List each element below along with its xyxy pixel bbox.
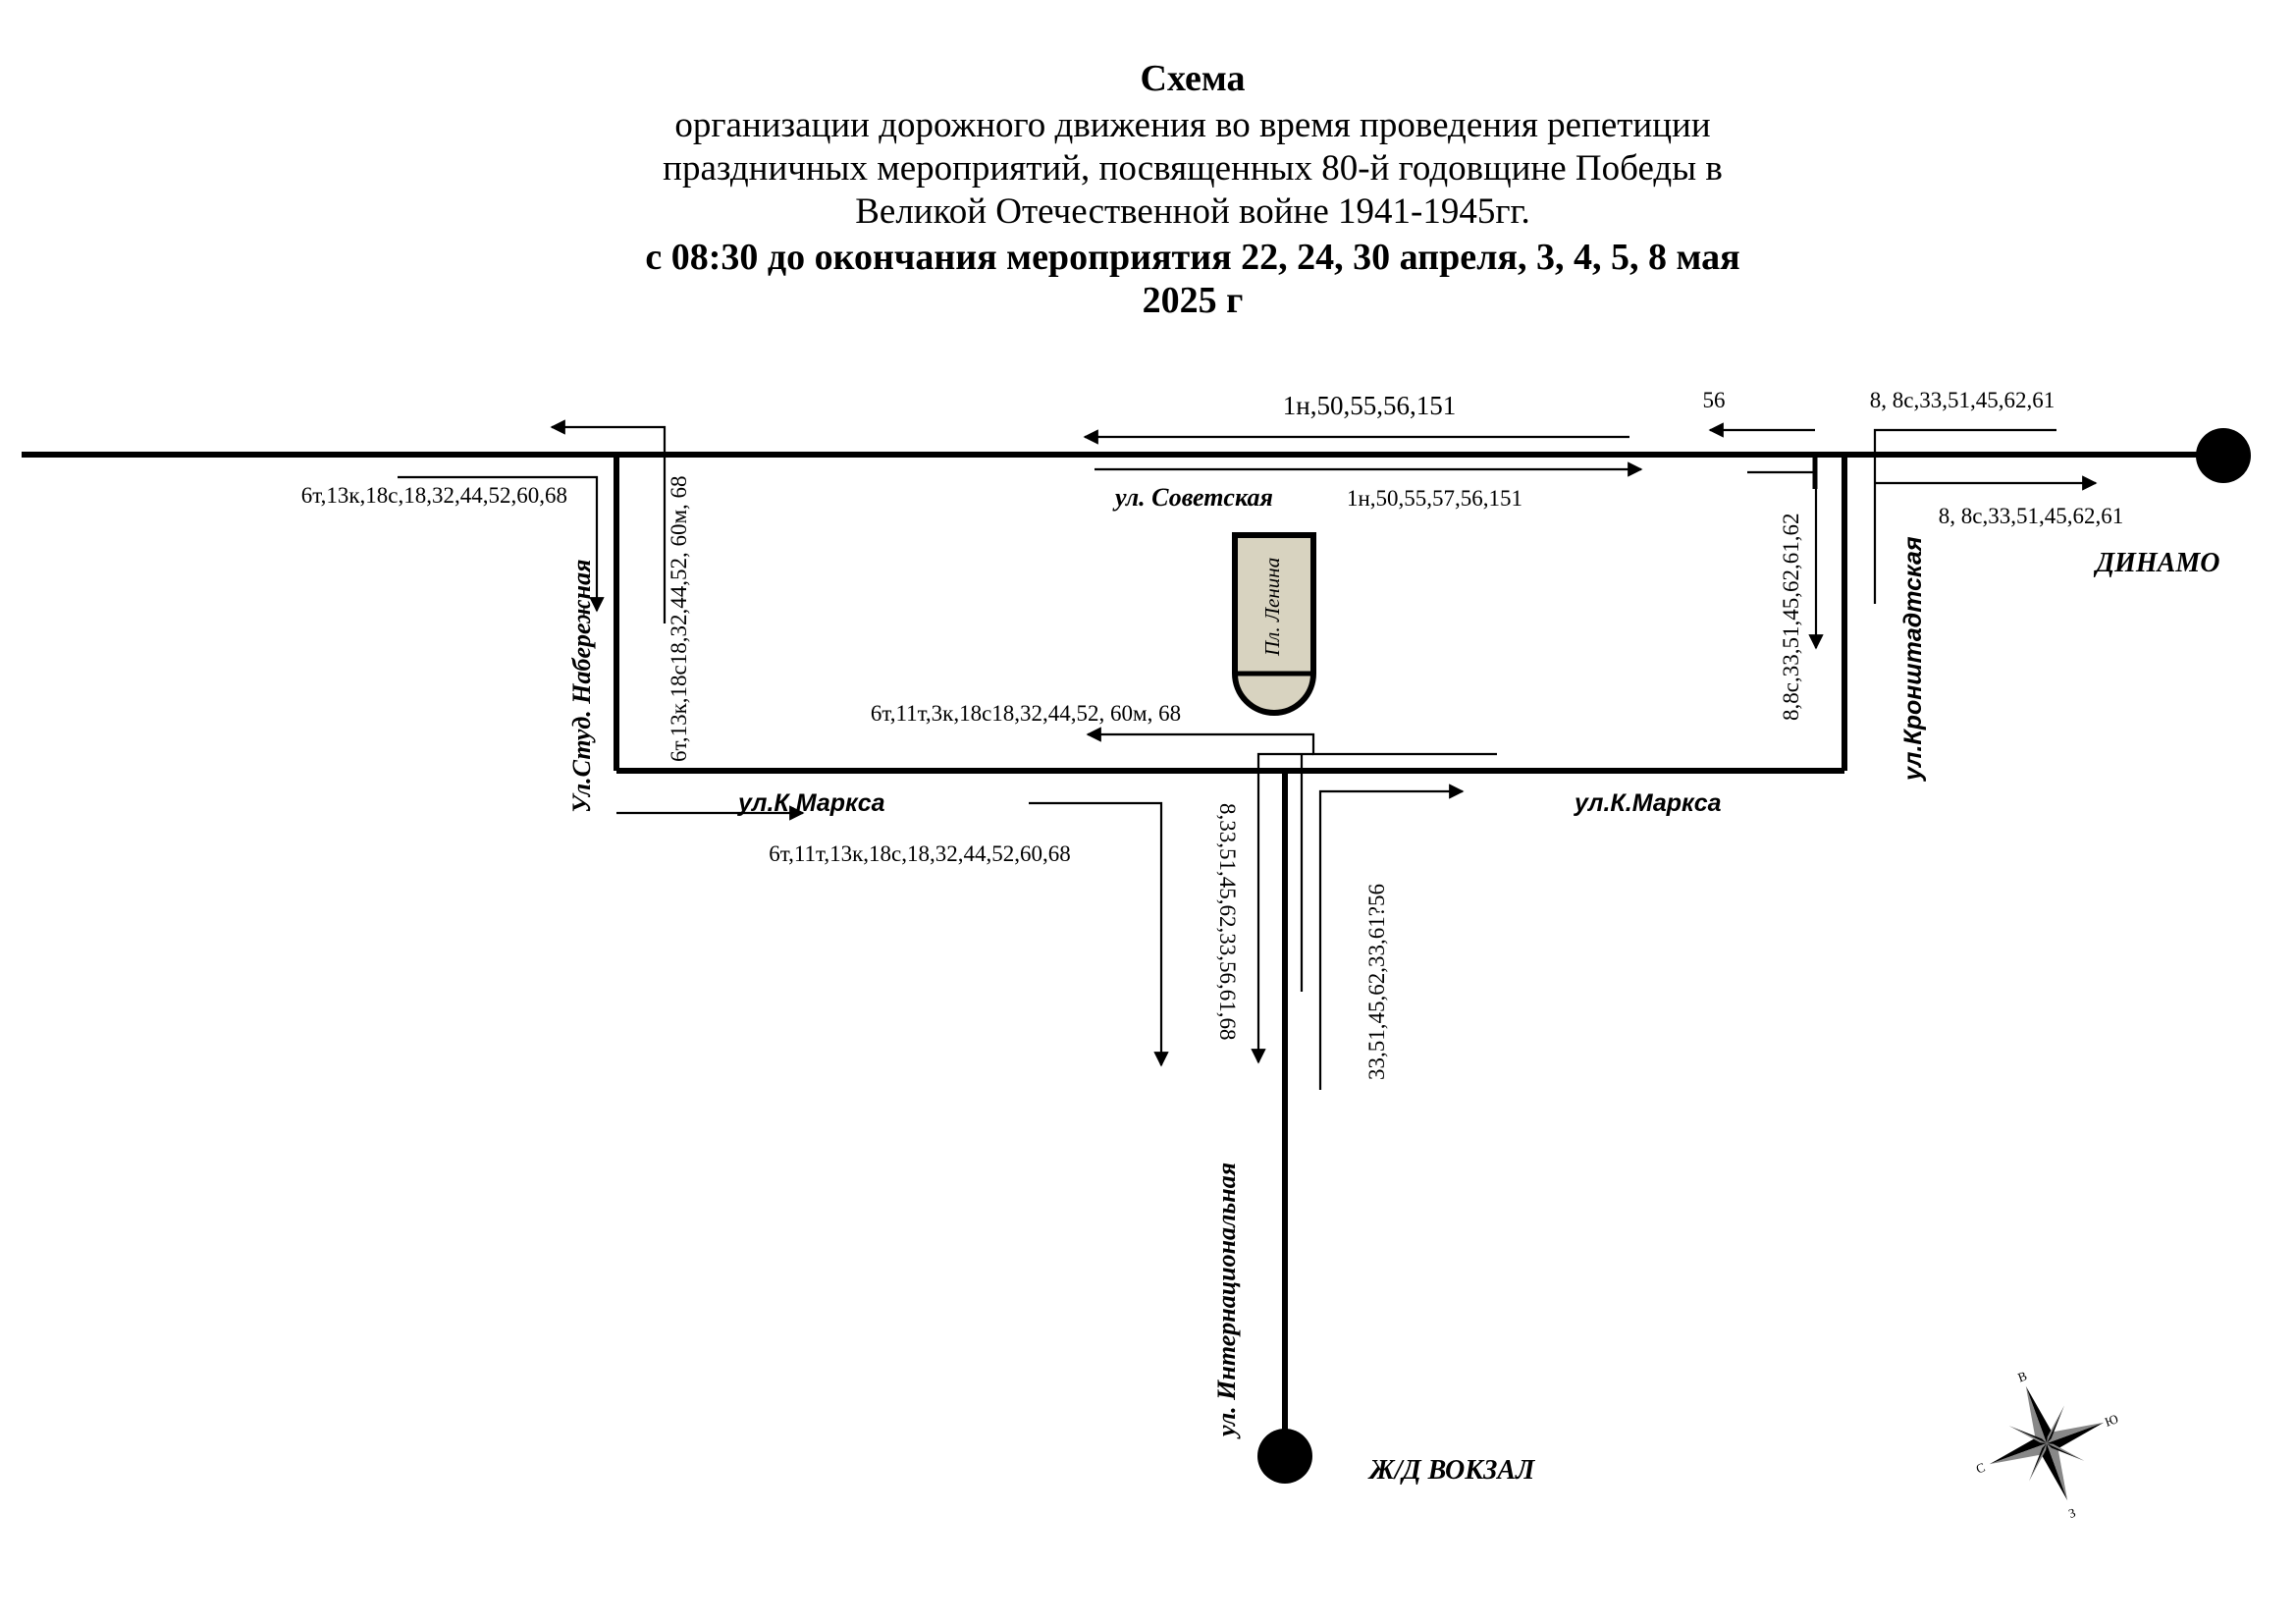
station-marker — [1257, 1429, 1312, 1484]
label-right-vertical: 8,8с,33,51,45,62,61,62 — [1779, 514, 1803, 721]
compass-east-letter: В — [2016, 1368, 2030, 1384]
label-center-down: 8,33,51,45,62,33,56,61,68 — [1215, 803, 1240, 1041]
compass-icon: В Ю З С — [1974, 1368, 2120, 1521]
route-arrows — [398, 419, 2098, 1090]
label-top-westbound: 1н,50,55,56,151 — [1283, 391, 1456, 420]
label-center-up: 33,51,45,62,33,61?56 — [1364, 884, 1389, 1080]
street-internatsionalnaya: ул. Интернациональная — [1212, 1163, 1241, 1439]
label-left-vertical: 6т,13к,18с18,32,44,52, 60м, 68 — [667, 475, 691, 762]
lenin-square: Пл. Ленина — [1232, 532, 1316, 716]
road-network — [22, 452, 2220, 1451]
label-top-right-east: 8, 8с,33,51,45,62,61 — [1939, 504, 2123, 528]
title-line-3: праздничных мероприятий, посвященных 80-… — [663, 148, 1723, 189]
title-line-2: организации дорожного движения во время … — [674, 105, 1710, 145]
compass-west-letter: З — [2066, 1505, 2077, 1521]
title-block: Схема организации дорожного движения во … — [645, 58, 1739, 321]
arrow-k-marksa-south — [1029, 801, 1169, 1067]
label-k-marksa-east: 6т,11т,13к,18с,18,32,44,52,60,68 — [769, 841, 1070, 866]
arrow-center-down — [1251, 752, 1313, 1064]
label-top-eastbound: 1н,50,55,57,56,151 — [1347, 486, 1522, 511]
arrow-right-south — [1747, 470, 1824, 650]
street-names: ул. Советская ул.К.Маркса ул.К.Маркса Ул… — [567, 483, 1927, 1439]
square-label: Пл. Ленина — [1260, 558, 1284, 657]
title-line-1: Схема — [1141, 58, 1246, 99]
arrow-left-turn-west — [550, 419, 667, 623]
arrow-right-vertical-up — [1873, 428, 2056, 604]
street-stud-naberezhnaya: Ул.Студ. Набережная — [567, 559, 596, 813]
arrow-center-up-east — [1318, 784, 1465, 1090]
place-station: Ж/Д ВОКЗАЛ — [1367, 1455, 1535, 1486]
label-left-west: 6т,13к,18с,18,32,44,52,60,68 — [301, 483, 567, 508]
label-top-right-56: 56 — [1703, 388, 1726, 412]
compass-south-letter: Ю — [2103, 1411, 2120, 1430]
street-k-marksa-left: ул.К.Маркса — [736, 789, 885, 817]
label-middle-west: 6т,11т,3к,18с18,32,44,52, 60м, 68 — [871, 701, 1181, 726]
arrow-left-turn-south — [398, 475, 605, 613]
route-labels: 1н,50,55,56,151 1н,50,55,57,56,151 56 8,… — [301, 388, 2123, 1080]
label-top-right-west: 8, 8с,33,51,45,62,61 — [1870, 388, 2055, 412]
title-line-6: 2025 г — [1143, 280, 1244, 321]
arrow-middle-west — [1086, 727, 1497, 756]
street-k-marksa-right: ул.К.Маркса — [1573, 789, 1722, 817]
title-line-4: Великой Отечественной войне 1941-1945гг. — [855, 191, 1530, 232]
place-dinamo: ДИНАМО — [2093, 548, 2219, 578]
street-sovetskaya: ул. Советская — [1112, 483, 1273, 512]
dinamo-marker — [2196, 428, 2251, 483]
title-line-5: с 08:30 до окончания мероприятия 22, 24,… — [645, 237, 1739, 278]
street-kronshtadtskaya: ул.Кронштадтская — [1899, 536, 1927, 783]
compass-north-letter: С — [1974, 1460, 1987, 1477]
